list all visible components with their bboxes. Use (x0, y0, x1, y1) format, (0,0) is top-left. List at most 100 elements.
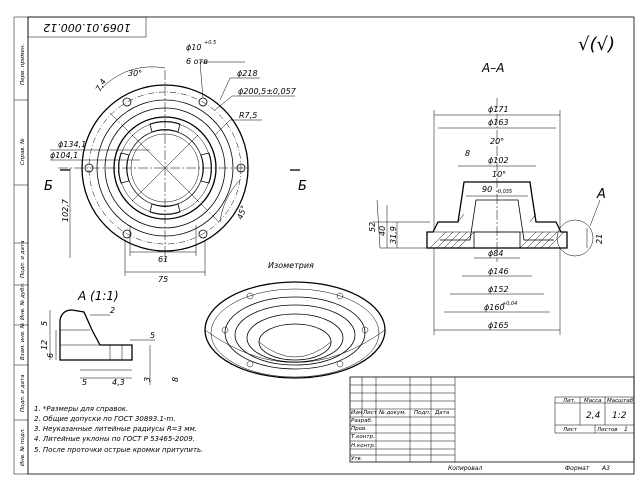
tb-row-tkontr: Т.контр. (351, 434, 375, 440)
front-view-dimensions: ϕ10 +0.5 6 отв ϕ218 ϕ200,5±0,057 R7,5 ϕ1… (50, 40, 297, 284)
detail-view: А (1:1) 2 5 5 12 6 5 4,3 3 8 (40, 289, 180, 387)
detail-dim-43: 4,3 (112, 378, 125, 387)
section-marker-right: Б (298, 179, 307, 194)
detail-dim-12: 12 (40, 340, 49, 350)
section-dimensions: ϕ171 ϕ163 20° 8 ϕ102 10° 90 -0,035 52 40… (368, 105, 604, 330)
tb-copied-label: Копировал (448, 465, 482, 472)
dim-d165: ϕ165 (488, 321, 509, 330)
window-slot (149, 121, 181, 133)
dim-d146: ϕ146 (488, 267, 509, 276)
dim-d102: ϕ102 (488, 156, 509, 165)
bolt-hole (198, 229, 208, 239)
tb-col-doc: № докум. (378, 410, 406, 416)
dim-dia-218: ϕ218 (237, 69, 258, 78)
detail-dim-5c: 5 (82, 378, 87, 387)
title-block: Изм Лист № докум. Подп. Дата Разраб. Про… (349, 376, 635, 472)
dim-d8: 8 (465, 149, 470, 158)
dim-angle-30: 30° (128, 69, 142, 78)
left-strip: Перв. примен. Справ. № Подп. и дата Инв.… (13, 16, 29, 475)
detail-dim-3: 3 (143, 377, 152, 382)
window-slot (118, 152, 130, 184)
tb-mass-label: Масса (584, 398, 602, 404)
note-2: 2. Общие допуски по ГОСТ 30893.1-m. (34, 415, 176, 423)
bolt-hole (122, 229, 132, 239)
detail-dim-6: 6 (46, 353, 55, 358)
tb-scale-value: 1:2 (612, 411, 627, 421)
tb-row-nkontr: Н.контр. (351, 443, 376, 449)
strip-label-7: Инв. № подл. (20, 428, 26, 466)
dim-dia-134: ϕ134,1 (58, 140, 86, 149)
dim-d52: 52 (368, 222, 377, 232)
tb-sheet-label: Лист (562, 427, 578, 433)
dim-d40: 40 (378, 226, 387, 236)
tb-col-list: Лист (362, 410, 378, 416)
dim-dia-200: ϕ200,5±0,057 (238, 87, 297, 96)
strip-label-6: Подп. и дата (20, 374, 26, 412)
tb-row-prov: Пров. (351, 426, 367, 432)
tb-col-data: Дата (434, 410, 450, 416)
note-1: 1. *Размеры для справок. (34, 405, 128, 413)
window-slot (200, 152, 212, 184)
isometric-view: Изометрия (204, 261, 386, 379)
dim-r75: R7,5 (239, 111, 257, 120)
dim-len-61: 61 (158, 255, 168, 264)
dim-angle-45: 45° (235, 204, 248, 220)
window-slot (149, 203, 181, 215)
note-3: 3. Неуказанные литейные радиусы R=3 мм. (34, 425, 197, 433)
bolt-hole (236, 163, 246, 173)
detail-title: А (1:1) (77, 289, 119, 303)
dim-d160: ϕ160 (484, 303, 505, 312)
dim-ang10: 10° (492, 170, 506, 179)
dim-d163: ϕ163 (488, 118, 509, 127)
isometric-label: Изометрия (268, 261, 314, 270)
detail-dim-5a: 5 (40, 321, 49, 326)
drawing-number: 1069.01.000.12 (43, 21, 130, 34)
detail-dim-2: 2 (110, 306, 115, 315)
strip-label-2: Справ. № (20, 138, 26, 165)
tb-format-value: А3 (601, 465, 610, 472)
dim-ang20: 20° (490, 137, 504, 146)
strip-label-4: Инв. № дубл. (20, 282, 26, 320)
dim-d21: 21 (595, 234, 604, 244)
detail-dim-8: 8 (171, 377, 180, 382)
dim-hole-count: 6 отв (186, 57, 208, 66)
tb-scale-label: Масштаб (607, 398, 634, 404)
dim-len-74: 7,4 (94, 77, 108, 93)
dim-hole-tol: +0.5 (204, 40, 216, 46)
note-4: 4. Литейные уклоны по ГОСТ Р 53465-2009. (34, 435, 195, 443)
section-marker-left: Б (44, 179, 53, 194)
dim-dia-104: ϕ104,1 (50, 151, 78, 160)
technical-notes: 1. *Размеры для справок. 2. Общие допуск… (34, 405, 203, 454)
tb-col-podp: Подп. (414, 410, 431, 416)
dim-d90tol: -0,035 (496, 189, 512, 195)
dim-hole-dia: ϕ10 (186, 43, 201, 52)
dim-d84: ϕ84 (488, 249, 503, 258)
section-title: А–А (481, 61, 504, 75)
bolt-hole (122, 97, 132, 107)
strip-label-1: Перв. примен. (20, 43, 26, 85)
drawing-number-box: 1069.01.000.12 (27, 16, 147, 38)
roughness-symbol: √(√) (578, 34, 615, 55)
tb-mass-value: 2,4 (586, 411, 601, 421)
side-marker: А (596, 187, 606, 202)
tb-col-izm: Изм (351, 410, 362, 416)
dim-d160tol: +0,04 (502, 301, 517, 307)
section-view: А–А А (372, 61, 606, 335)
dim-d171: ϕ171 (488, 105, 509, 114)
detail-dim-5b: 5 (150, 331, 155, 340)
dim-d319: 31,9 (389, 226, 398, 244)
tb-lit-label: Лит. (562, 398, 576, 404)
dim-len-75: 75 (158, 275, 168, 284)
tb-sheets-value: 1 (624, 426, 628, 433)
dim-d152: ϕ152 (488, 285, 509, 294)
tb-sheets-label: Листов (596, 427, 618, 433)
tb-row-razrab: Разраб. (351, 418, 373, 424)
strip-label-5: Взам. инв. № (20, 322, 26, 360)
note-5: 5. После проточки острые кромки притупит… (34, 446, 203, 454)
tb-row-utv: Утв. (351, 456, 363, 462)
bolt-hole (84, 163, 94, 173)
front-view: Б Б (44, 61, 307, 276)
tb-format-label: Формат (565, 465, 590, 472)
dim-len-1027: 102,7 (61, 198, 70, 222)
